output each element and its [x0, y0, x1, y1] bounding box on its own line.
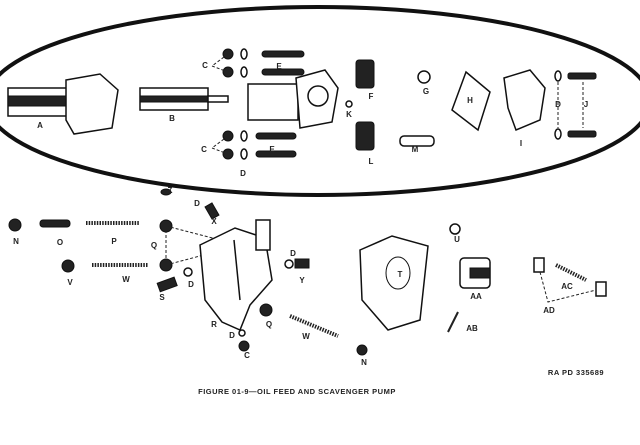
part-label: D [229, 331, 235, 340]
highlight-oval [0, 5, 640, 197]
part-label: Q [266, 320, 272, 329]
figure-reference: RA PD 335689 [548, 368, 604, 377]
part-label: I [520, 139, 522, 148]
part-g-ring [417, 70, 431, 84]
part-j-bolts [554, 70, 597, 140]
part-y-screw [294, 258, 310, 269]
part-z [160, 188, 172, 196]
part-ab-pin [447, 311, 459, 333]
part-label: D [290, 249, 296, 258]
part-label: N [361, 358, 367, 367]
part-label: D [555, 100, 561, 109]
part-h-gasket [451, 70, 491, 132]
part-label: G [423, 87, 429, 96]
part-b-gear-shaft [139, 87, 229, 111]
part-r-pump-housing [199, 219, 273, 332]
part-label: F [369, 92, 374, 101]
part-label: P [111, 237, 117, 246]
part-label: A [37, 121, 43, 130]
part-m-pin [399, 135, 435, 147]
part-label: Q [151, 241, 157, 250]
part-label: N [13, 237, 19, 246]
part-label: U [454, 235, 460, 244]
part-w-spring [289, 314, 339, 338]
part-label: O [57, 238, 63, 247]
part-u [449, 223, 461, 235]
part-label: W [302, 332, 310, 341]
part-n-plug [8, 218, 22, 232]
part-label: K [346, 110, 352, 119]
part-v-plug [61, 259, 75, 273]
part-label: AB [466, 324, 478, 333]
part-label: D [188, 280, 194, 289]
part-label: AC [561, 282, 573, 291]
part-label: T [398, 270, 403, 279]
part-q-ball [259, 303, 273, 317]
part-a-pump-body [7, 73, 119, 135]
part-label: E [276, 62, 282, 71]
part-c-nut [238, 340, 250, 352]
part-label: S [159, 293, 165, 302]
figure-caption: FIGURE 01-9—OIL FEED AND SCAVENGER PUMP [198, 387, 396, 396]
part-l-gear [355, 121, 375, 151]
part-label: H [467, 96, 473, 105]
part-o-plunger [39, 219, 71, 228]
part-d-washer [183, 267, 193, 277]
part-label: Y [299, 276, 305, 285]
part-label: W [122, 275, 130, 284]
part-label: E [269, 145, 275, 154]
part-ad-vane [533, 257, 545, 273]
part-label: C [202, 61, 208, 70]
part-d-washer [284, 259, 294, 269]
part-label: M [412, 145, 419, 154]
part-label: C [201, 145, 207, 154]
part-labels-top: A B C C E E D F G K H L M I D J [37, 61, 588, 178]
part-labels-bottom: Z D X N O P Q V W D Y S D R Q W D C N T … [13, 186, 573, 367]
part-label: D [240, 169, 246, 178]
part-label: X [211, 217, 217, 226]
part-label: J [584, 100, 588, 109]
part-s-bolt [156, 276, 178, 293]
part-label: R [211, 320, 217, 329]
part-label: V [67, 278, 73, 287]
part-x-screw [204, 202, 220, 220]
part-label: AD [543, 306, 555, 315]
part-label: AA [470, 292, 482, 301]
part-k-key [345, 100, 353, 108]
part-d-washer [238, 329, 246, 337]
part-label: C [244, 351, 250, 360]
part-ac-spring [555, 263, 587, 282]
part-label: Z [168, 186, 173, 195]
part-label: B [169, 114, 175, 123]
part-n-plug [356, 344, 368, 356]
part-label: L [369, 157, 374, 166]
part-body-housing [247, 69, 339, 129]
part-ad-vane [595, 281, 607, 297]
part-i-cover [503, 69, 546, 131]
part-label: D [194, 199, 200, 208]
part-f-gear [355, 59, 375, 89]
studs-and-nuts [210, 48, 305, 160]
